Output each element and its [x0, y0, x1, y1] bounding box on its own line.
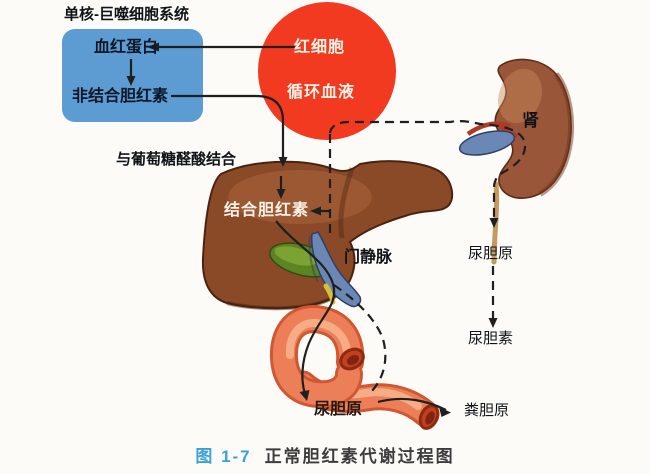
conjugated-bilirubin-label: 结合胆红素 — [224, 202, 310, 219]
bile-path-liver-to-gut — [275, 220, 336, 395]
liver-shape — [201, 160, 454, 311]
dashed-enterohepatic — [333, 284, 387, 393]
mps-box — [62, 29, 203, 122]
urobilin-label: 尿胆素 — [468, 330, 514, 347]
kidney-shape — [494, 58, 574, 199]
circulating-blood-label: 循环血液 — [287, 84, 356, 101]
arrow-gut-to-stercobilinogen — [377, 397, 447, 411]
glucuronic-acid-label: 与葡萄糖醛酸结合 — [116, 151, 237, 168]
stercobilinogen-label: 粪胆原 — [464, 402, 510, 419]
caption-figure-number: 图 1-7 — [195, 447, 252, 466]
caption: 图 1-7 正常胆红素代谢过程图 — [0, 442, 650, 467]
solid-flow-lines — [129, 45, 447, 411]
kidney-label: 肾 — [522, 111, 539, 130]
gut-urobilinogen-label: 尿胆原 — [314, 401, 363, 418]
dashed-circulation-to-kidney — [328, 120, 527, 224]
blood-circle — [258, 2, 396, 140]
arrow-unconjugated-to-liver — [171, 94, 285, 163]
dashed-flow-lines — [328, 120, 527, 393]
unconjugated-bilirubin-label: 非结合胆红素 — [71, 88, 168, 105]
rbc-label: 红细胞 — [294, 39, 346, 56]
caption-title: 正常胆红素代谢过程图 — [264, 447, 455, 466]
portal-vein-label: 门静脉 — [344, 249, 393, 266]
intestine-shape — [269, 305, 440, 430]
mps-title: 单核-巨噬细胞系统 — [64, 6, 189, 23]
arrowheads — [126, 42, 499, 417]
urine-urobilinogen-label: 尿胆原 — [468, 245, 514, 262]
renal-vein-shape — [458, 130, 516, 156]
hemoglobin-label: 血红蛋白 — [93, 39, 158, 56]
